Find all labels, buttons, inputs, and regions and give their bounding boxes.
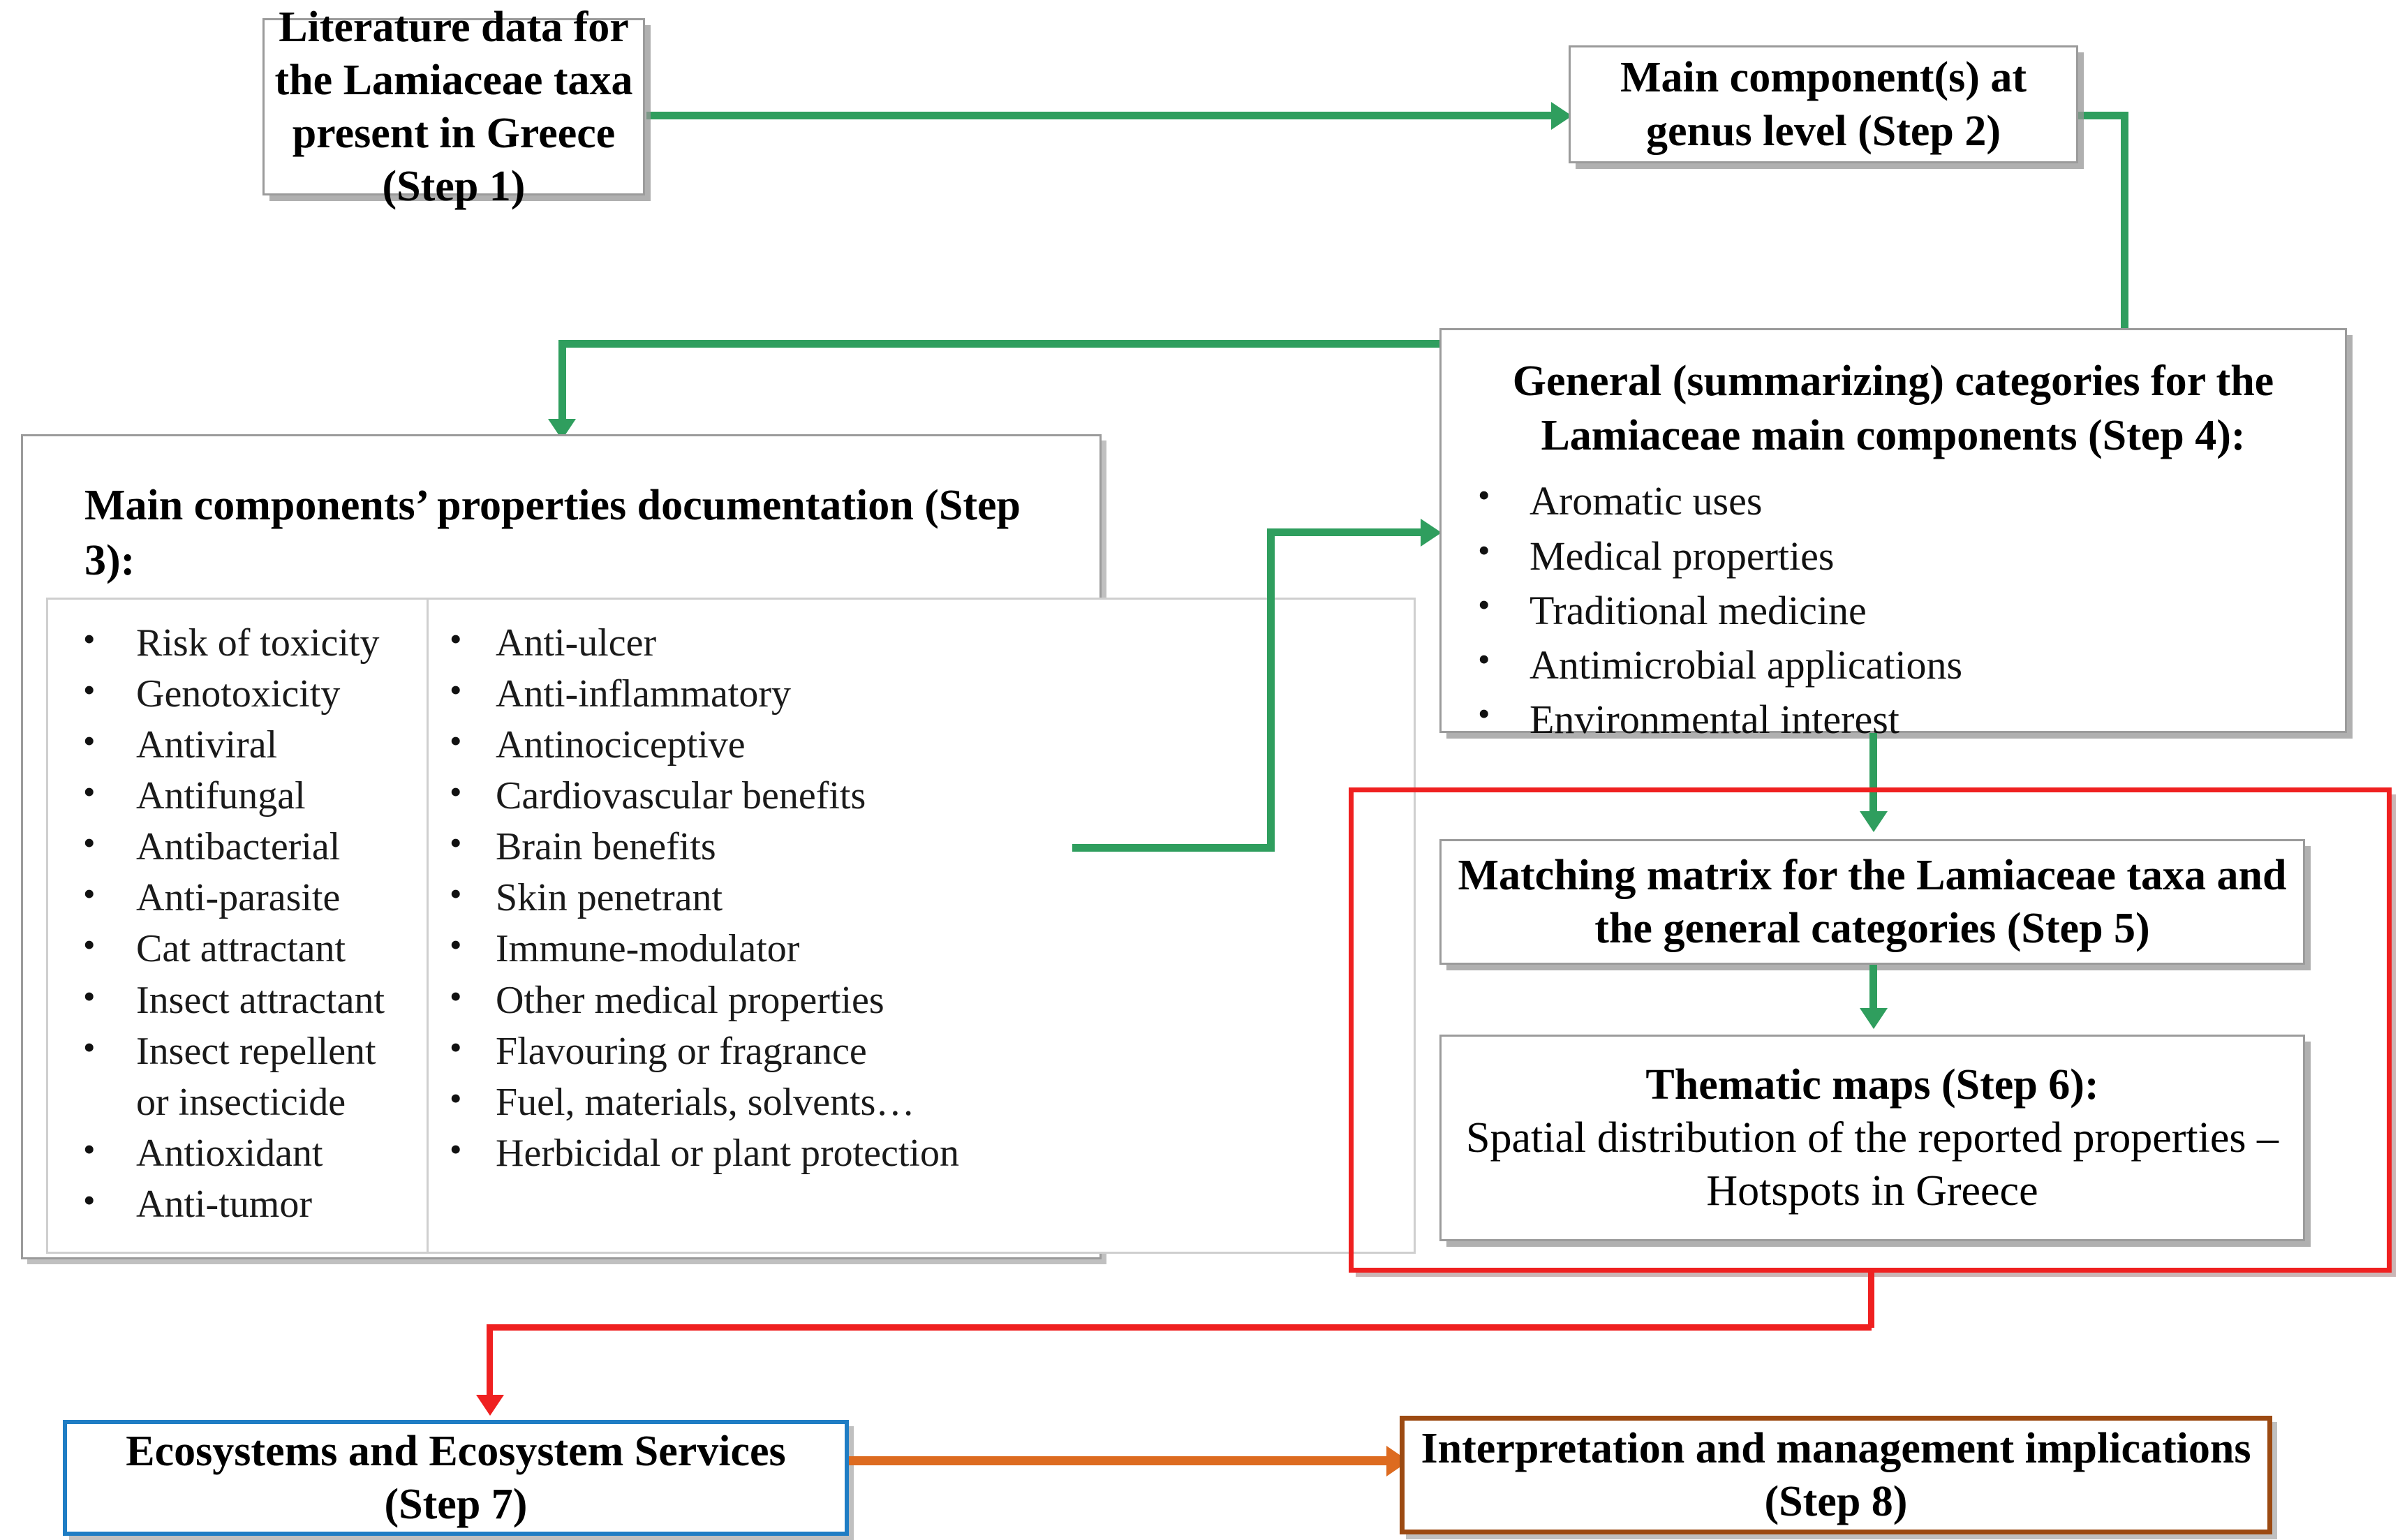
step3-right-item: Skin penetrant [429,871,1414,924]
step3-right-list: Anti-ulcerAnti-inflammatoryAntinocicepti… [429,616,1414,1179]
step8-label: Interpretation and management implicatio… [1421,1424,2251,1525]
step4-category-list: Aromatic usesMedical propertiesTradition… [1442,467,2345,747]
connector-step3-to-step4-upper [1267,528,1429,536]
connector-step1-to-step2 [646,112,1554,119]
step4-category-item: Medical properties [1442,527,2345,584]
step3-right-item: Antinociceptive [429,718,1414,771]
arrowhead-step3-to-step4 [1421,519,1442,547]
step3-right-item: Fuel, materials, solvents… [429,1076,1414,1128]
connector-step2-to-step3-horizontal [558,340,2128,348]
step3-right-item: Immune-modulator [429,922,1414,975]
step4-category-item: Traditional medicine [1442,582,2345,638]
step3-right-item: Herbicidal or plant protection [429,1127,1414,1179]
step3-left-item: Anti-parasite [48,871,427,924]
step4-category-item: Antimicrobial applications [1442,636,2345,693]
step3-right-item: Anti-inflammatory [429,667,1414,720]
step3-left-item: Insect attractant [48,974,427,1026]
step6-subtitle: Spatial distribution of the reported pro… [1466,1113,2279,1215]
step2-label: Main component(s) at genus level (Step 2… [1620,54,2027,155]
step3-left-item: Cat attractant [48,922,427,975]
step3-left-item: Risk of toxicity [48,616,427,669]
step3-right-item: Anti-ulcer [429,616,1414,669]
connector-step3-to-step4-lower [1072,844,1275,852]
step2-box[interactable]: Main component(s) at genus level (Step 2… [1569,45,2078,163]
step6-box[interactable]: Thematic maps (Step 6): Spatial distribu… [1439,1035,2305,1241]
step4-box[interactable]: General (summarizing) categories for the… [1439,328,2347,742]
step3-header: Main components’ properties documentatio… [84,482,1021,584]
step6-title: Thematic maps (Step 6): [1645,1060,2099,1109]
connector-step3-to-step4-vertical [1267,528,1275,848]
arrowhead-step5-to-step6 [1860,1008,1888,1029]
step3-left-item: Antioxidant [48,1127,427,1179]
step7-box[interactable]: Ecosystems and Ecosystem Services (Step … [63,1420,849,1536]
arrowhead-step4-to-step5 [1860,811,1888,832]
arrowhead-to-step7 [476,1395,504,1416]
connector-redgroup-down [1868,1269,1874,1328]
connector-step2-down [2121,112,2128,348]
step3-left-item: Anti-tumor [48,1178,427,1230]
step3-left-item: Genotoxicity [48,667,427,720]
step3-right-column: Anti-ulcerAnti-inflammatoryAntinocicepti… [429,600,1414,1252]
connector-redgroup-to-step7-vertical [487,1324,493,1402]
connector-step2-to-step3-vertical [558,340,566,429]
step3-left-column: Risk of toxicityGenotoxicityAntiviralAnt… [48,600,429,1252]
step3-left-item: Antibacterial [48,820,427,873]
step3-right-item: Cardiovascular benefits [429,769,1414,822]
connector-step4-to-step5 [1869,733,1877,818]
step1-box[interactable]: Literature data for the Lamiaceae taxa p… [262,3,645,210]
connector-step7-to-step8 [849,1456,1402,1465]
step7-label: Ecosystems and Ecosystem Services (Step … [126,1427,786,1528]
connector-step5-to-step6 [1869,965,1877,1015]
step4-category-item: Aromatic uses [1442,472,2345,528]
connector-step2-right-stub [2078,112,2128,119]
step5-box[interactable]: Matching matrix for the Lamiaceae taxa a… [1439,839,2305,965]
step3-properties-table: Risk of toxicityGenotoxicityAntiviralAnt… [46,598,1416,1254]
step3-right-item: Other medical properties [429,974,1414,1026]
step8-box[interactable]: Interpretation and management implicatio… [1400,1416,2272,1534]
step4-header: General (summarizing) categories for the… [1512,357,2274,460]
connector-redgroup-to-step7-horizontal [487,1324,1872,1331]
step3-left-item: Insect repellent or insecticide [48,1025,427,1128]
step4-category-item: Environmental interest [1442,690,2345,747]
step3-right-item: Brain benefits [429,820,1414,873]
step5-label: Matching matrix for the Lamiaceae taxa a… [1458,851,2287,952]
step3-right-item: Flavouring or fragrance [429,1025,1414,1077]
step3-left-item: Antiviral [48,718,427,771]
step3-left-list: Risk of toxicityGenotoxicityAntiviralAnt… [48,616,427,1230]
step1-label: Literature data for the Lamiaceae taxa p… [274,3,633,211]
step3-left-item: Antifungal [48,769,427,822]
